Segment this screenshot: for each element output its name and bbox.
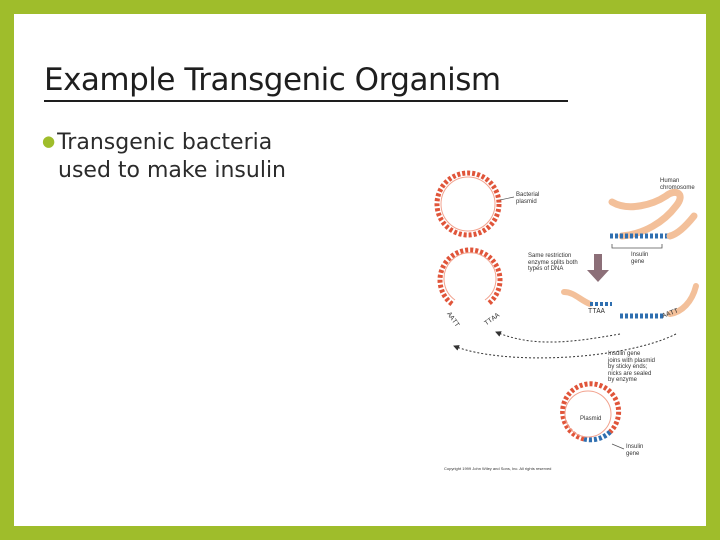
down-arrow-icon [587,254,609,282]
insulin-plasmid-diagram: Human chromosome Bacterial plasmid Insul… [424,164,704,474]
insulin-gene-label-top: Insulin gene [631,252,649,265]
bullet-item: ●Transgenic bacteria used to make insuli… [42,127,342,185]
plasmid-label: Plasmid [580,416,602,422]
cut-chromosome-strand [561,283,699,319]
diagram-graphics [434,170,699,450]
join-arrow-lower [453,333,677,359]
human-chromosome-label: Human chromosome [660,178,695,191]
slide-title: Example Transgenic Organism [44,62,501,98]
join-arrow-upper [495,331,621,343]
bullet-text-line2: used to make insulin [58,158,287,183]
bacterial-plasmid-leader [499,196,515,201]
bullet-text-line1: Transgenic bacteria [57,130,273,155]
insulin-joins-label: Insulin gene joins with plasmid by stick… [608,351,656,383]
bacterial-plasmid-label: Bacterial plasmid [516,192,540,205]
cut-plasmid-shape [437,247,503,306]
recombinant-plasmid-shape [560,381,622,443]
sticky-end-label: TTAA [588,308,605,316]
insulin-gene-label-bottom: Insulin gene [626,444,644,457]
human-chromosome-strand [608,188,698,240]
restriction-enzyme-label: Same restriction enzyme splits both type… [528,253,578,272]
insulin-gene-bracket [611,244,663,249]
copyright-notice: Copyright 1999 John Wiley and Sons, Inc.… [444,466,552,471]
insulin-gene-leader [611,443,625,450]
bullet-dot-icon: ● [42,132,56,150]
bacterial-plasmid-shape [434,170,502,238]
slide: Example Transgenic Organism ●Transgenic … [14,14,706,526]
title-underline [44,100,568,102]
